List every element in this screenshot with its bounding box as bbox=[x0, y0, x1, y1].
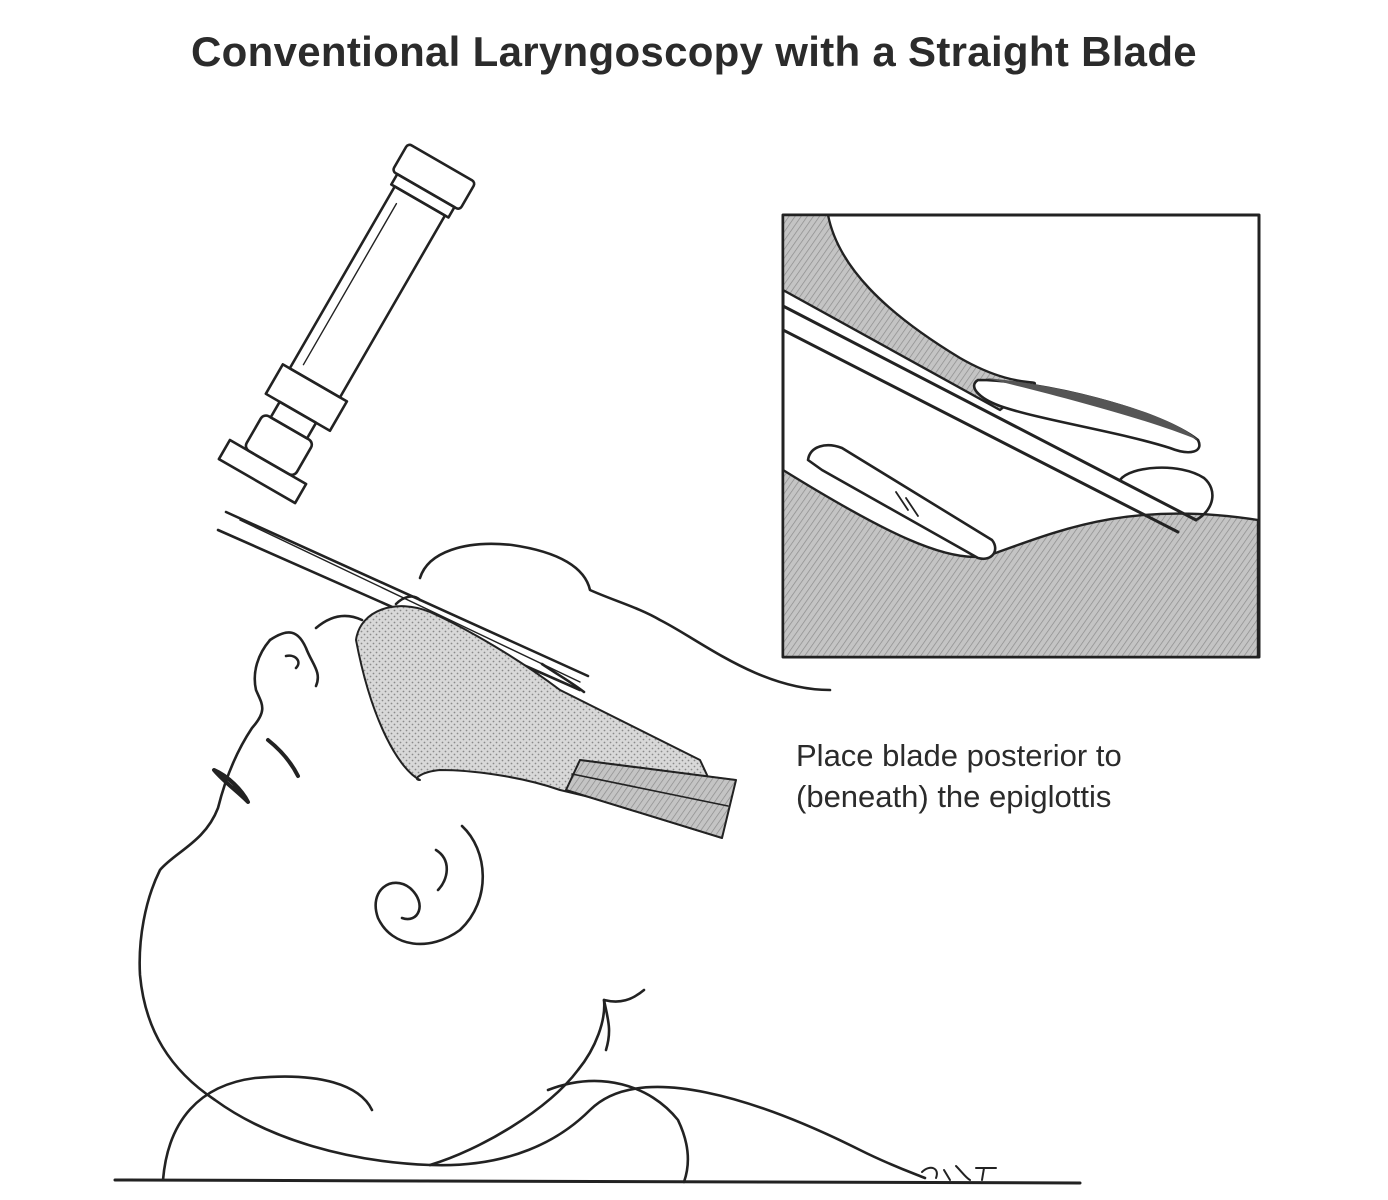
caption-line-2: (beneath) the epiglottis bbox=[796, 779, 1112, 814]
caption-line-1: Place blade posterior to bbox=[796, 738, 1122, 773]
laryngoscope-handle-icon bbox=[217, 143, 476, 505]
shoulder-roll-icon bbox=[161, 1075, 690, 1184]
face-profile bbox=[268, 595, 422, 688]
caption: Place blade posterior to (beneath) the e… bbox=[796, 735, 1236, 817]
infant-head-icon bbox=[138, 542, 927, 1180]
ground-line bbox=[113, 1178, 1082, 1185]
trachea bbox=[565, 759, 737, 839]
inset-closeup-icon bbox=[781, 213, 1261, 659]
eye-icon bbox=[212, 738, 300, 804]
figure-title: Conventional Laryngoscopy with a Straigh… bbox=[191, 28, 1197, 75]
artist-signature bbox=[921, 1165, 997, 1181]
occiput bbox=[428, 998, 606, 1167]
neck-crease bbox=[602, 988, 646, 1052]
ear-icon bbox=[374, 824, 485, 946]
